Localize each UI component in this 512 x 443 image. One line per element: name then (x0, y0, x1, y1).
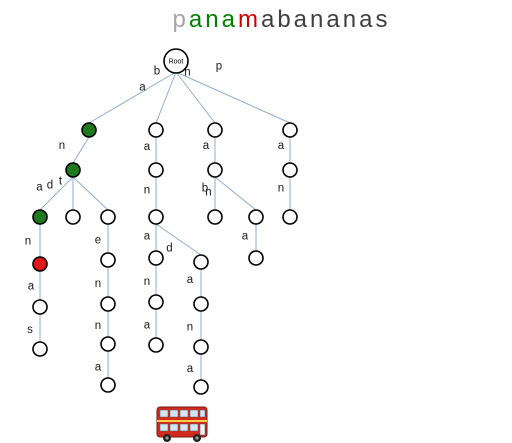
trie-node-ana (32, 209, 48, 225)
edge-label-ban: n (144, 185, 150, 197)
title-letter: a (294, 6, 308, 33)
trie-edge-ant (72, 176, 109, 211)
trie-node-p1 (282, 122, 298, 138)
edge-label-bandana: a (187, 363, 194, 375)
trie-edge-n1 (175, 71, 216, 124)
edge-label-pa: a (278, 140, 285, 152)
trie-node-ban (148, 209, 164, 225)
trie-node-ananas (32, 341, 48, 357)
title-letter: a (189, 6, 203, 33)
trie-node-antenna (100, 377, 116, 393)
title-letter: n (343, 6, 356, 33)
trie-node-nan (248, 209, 264, 225)
trie-node-banana (148, 337, 164, 353)
title-letter: n (205, 6, 218, 33)
trie-node-bandan (193, 339, 209, 355)
edge-label-antenn: n (95, 320, 101, 332)
edge-label-nana: a (242, 231, 249, 243)
edge-label-ananas: s (27, 324, 33, 336)
edge-label-pan: n (278, 183, 284, 195)
trie-node-bandana (193, 379, 209, 395)
trie-node-nana (248, 250, 264, 266)
title-letter: a (261, 6, 275, 33)
title-letter: a (326, 6, 340, 33)
edge-label-anan: n (25, 236, 31, 248)
edge-label-n1: n (184, 67, 190, 79)
trie-edges (39, 71, 291, 380)
edge-label-banana: a (144, 320, 151, 332)
edge-label-ante: e (95, 235, 101, 247)
trie-node-b1 (148, 122, 164, 138)
trie-edge-an (72, 136, 90, 164)
trie-edge-b1 (155, 71, 177, 124)
trie-node-band (193, 254, 209, 270)
trie-edge-ana (39, 176, 74, 211)
title-letter: s (375, 6, 387, 33)
edge-label-ana: a (36, 182, 43, 194)
trie-node-bana (148, 250, 164, 266)
trie-node-anan (32, 256, 48, 272)
edge-label-na: a (203, 140, 210, 152)
root-label: Root (169, 59, 184, 66)
trie-node-banan (148, 294, 164, 310)
title-letter: m (238, 6, 258, 33)
edge-label-bana: a (144, 231, 151, 243)
edge-label-nan: n (205, 187, 211, 199)
edge-label-p1: p (216, 61, 222, 73)
title-letter: a (359, 6, 373, 33)
title-letter: a (222, 6, 236, 33)
edge-label-anten: n (95, 278, 101, 290)
trie-node-ante (100, 252, 116, 268)
trie-edge-p1 (175, 71, 291, 124)
edge-label-bandan: n (187, 322, 193, 334)
edge-label-and: d (47, 180, 53, 192)
edge-label-a1: a (139, 82, 146, 94)
trie-node-nab (207, 209, 223, 225)
trie-node-a1 (81, 122, 97, 138)
trie-node-anana (32, 299, 48, 315)
trie-node-na (207, 162, 223, 178)
edge-label-banda: a (187, 274, 194, 286)
trie-node-antenn (100, 336, 116, 352)
bus-icon (156, 406, 208, 442)
title-letter: n (310, 6, 323, 33)
edge-label-nab: b (202, 183, 208, 195)
edge-label-band: d (166, 243, 172, 255)
trie-node-pan (282, 209, 298, 225)
trie-edge-band (155, 223, 202, 256)
edge-label-anana: a (28, 281, 35, 293)
edge-label-antenna: a (95, 362, 102, 374)
title-letter: p (173, 6, 186, 33)
trie-node-an (65, 162, 81, 178)
trie-nodes: Root (32, 48, 298, 395)
root-node (163, 48, 189, 74)
trie-node-n1 (207, 122, 223, 138)
trie-node-ant (100, 209, 116, 225)
edge-label-ant: t (59, 176, 63, 188)
trie-node-ba (148, 162, 164, 178)
edge-label-b1: b (154, 66, 160, 78)
trie-edge-nan (214, 176, 257, 211)
title-letter: b (277, 6, 290, 33)
edge-label-banan: n (144, 276, 150, 288)
trie-node-anten (100, 296, 116, 312)
trie-node-pa (282, 162, 298, 178)
edge-label-an: n (59, 140, 65, 152)
trie-node-and (65, 209, 81, 225)
trie-edge-a1 (88, 71, 177, 124)
trie-node-banda (193, 296, 209, 312)
edge-label-ba: a (144, 141, 151, 153)
